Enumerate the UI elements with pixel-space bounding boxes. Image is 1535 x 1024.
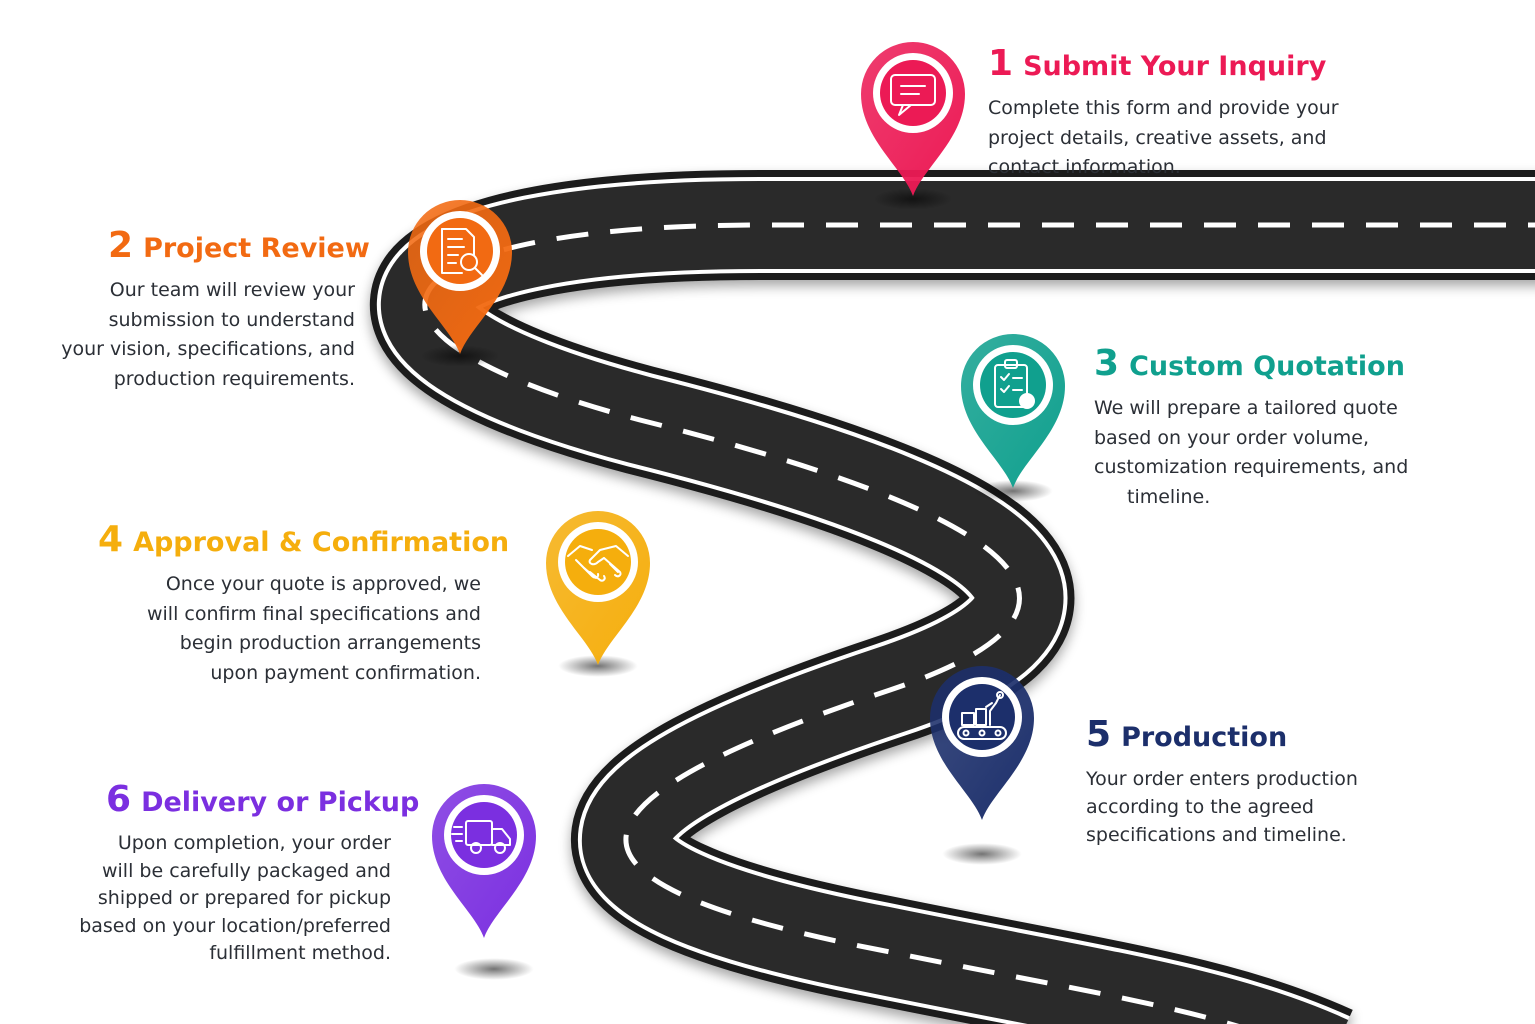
step-description-line: timeline. [1127, 485, 1211, 508]
step-description-line: based on your order volume, [1094, 426, 1369, 449]
step-description-line: production requirements. [113, 367, 355, 390]
handshake-icon [567, 545, 629, 582]
step-description-line: Your order enters production [1086, 768, 1358, 790]
step-title: Approval & Confirmation [133, 527, 510, 558]
pin-step-2 [404, 196, 516, 356]
step-title: Delivery or Pickup [141, 787, 420, 818]
step-4: 4 Approval & Confirmation Once your quot… [60, 522, 510, 688]
step-heading: 3 Custom Quotation [1094, 346, 1514, 382]
step-heading: 1 Submit Your Inquiry [988, 46, 1408, 82]
step-title: Custom Quotation [1129, 351, 1405, 382]
step-description-line: Our team will review your [109, 279, 355, 301]
pin-step-6 [428, 780, 540, 940]
step-number: 1 [988, 43, 1014, 84]
step-description-line: begin production arrangements [179, 632, 481, 654]
step-description: Upon completion, your order will be care… [40, 830, 393, 968]
step-description-line: We will prepare a tailored quote [1094, 397, 1398, 419]
chat-bubble-icon [890, 74, 936, 116]
step-title: Production [1121, 722, 1288, 753]
step-description-line: Complete this form and provide your [988, 97, 1339, 119]
step-heading: 2 Project Review [30, 225, 370, 266]
step-number: 2 [108, 225, 134, 266]
step-heading: 6 Delivery or Pickup [40, 779, 419, 820]
step-title: Project Review [143, 233, 370, 264]
step-description-line: contact information. [988, 156, 1181, 178]
step-description-line: based on your location/preferred [79, 914, 391, 937]
step-description-line: upon payment confirmation. [210, 661, 481, 684]
step-description: Your order enters production according t… [1086, 765, 1506, 849]
step-description-line: according to the agreed [1086, 796, 1314, 818]
step-description-line: submission to understand [108, 308, 355, 331]
step-title: Submit Your Inquiry [1023, 51, 1327, 82]
step-description-line: will be carefully packaged and [101, 859, 391, 882]
step-3: 3 Custom Quotation We will prepare a tai… [1094, 346, 1514, 512]
step-number: 4 [98, 519, 124, 560]
step-5: 5 Production Your order enters productio… [1086, 717, 1506, 849]
document-search-icon [441, 228, 483, 276]
step-number: 3 [1094, 343, 1120, 384]
pin-step-3 [957, 330, 1069, 490]
road-center-dashes [422, 222, 1535, 1024]
step-description-line: project details, creative assets, and [988, 126, 1327, 149]
step-description-line: your vision, specifications, and [61, 338, 355, 360]
conveyor-icon [957, 691, 1007, 740]
pin-step-5 [926, 662, 1038, 822]
step-description: We will prepare a tailored quote based o… [1094, 394, 1514, 512]
step-description-line: will confirm final specifications and [146, 602, 481, 625]
clipboard-check-icon [994, 359, 1035, 409]
step-heading: 5 Production [1086, 717, 1506, 753]
step-description-line: specifications and timeline. [1086, 824, 1347, 846]
step-description-line: customization requirements, and [1094, 456, 1409, 478]
step-description-line: Once your quote is approved, we [165, 573, 481, 595]
step-description: Our team will review your submission to … [30, 276, 364, 394]
step-number: 5 [1086, 714, 1112, 755]
delivery-truck-icon [451, 820, 511, 854]
step-description-line: Upon completion, your order [117, 832, 391, 854]
step-1: 1 Submit Your Inquiry Complete this form… [988, 46, 1408, 183]
step-description-line: fulfillment method. [209, 942, 391, 964]
step-6: 6 Delivery or Pickup Upon completion, yo… [40, 779, 419, 968]
pin-step-4 [542, 507, 654, 667]
pin-step-1 [857, 38, 969, 198]
step-number: 6 [106, 779, 132, 820]
step-description: Complete this form and provide your proj… [988, 94, 1408, 183]
step-description: Once your quote is approved, we will con… [60, 570, 510, 688]
step-description-line: shipped or prepared for pickup [97, 887, 391, 909]
step-heading: 4 Approval & Confirmation [60, 522, 510, 558]
step-2: 2 Project Review Our team will review yo… [30, 225, 370, 394]
